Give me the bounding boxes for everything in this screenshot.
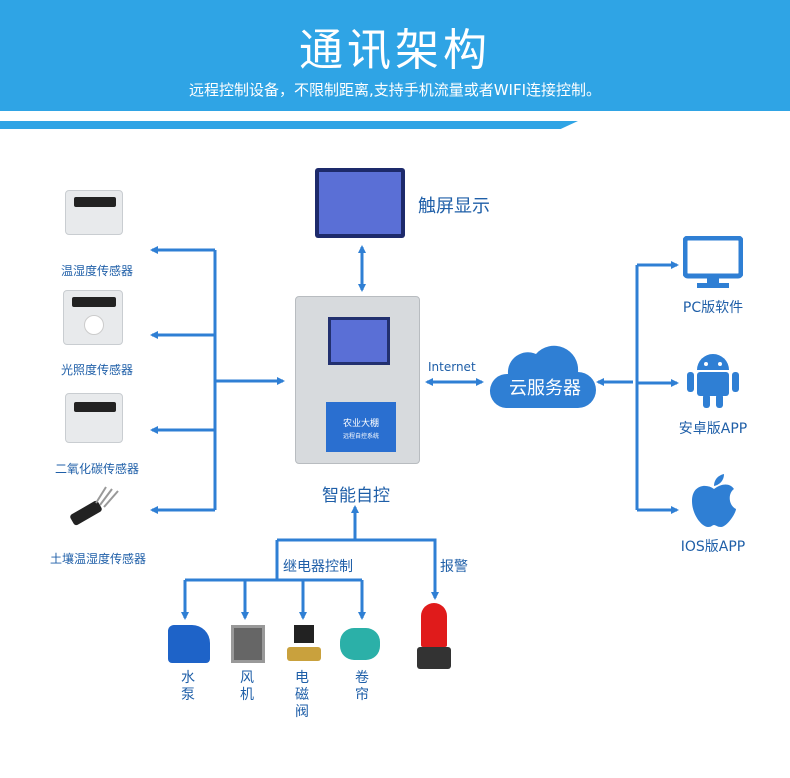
decorative-stripe — [0, 121, 578, 129]
android-icon — [687, 354, 739, 408]
header-banner — [0, 0, 790, 111]
touchscreen-label: 触屏显示 — [418, 196, 490, 217]
device-label-roller: 卷帘 — [355, 670, 369, 703]
alarm-light-icon — [417, 603, 451, 671]
device-label-valve: 电磁阀 — [295, 670, 309, 720]
client-label-pc: PC版软件 — [682, 300, 744, 316]
roller-motor-icon — [340, 628, 380, 660]
apple-icon — [692, 474, 736, 527]
solenoid-valve-icon — [287, 625, 321, 663]
client-label-android: 安卓版APP — [678, 421, 748, 437]
cloud-server-label: 云服务器 — [509, 378, 581, 399]
panel-subtitle: 远程自控系统 — [342, 433, 379, 440]
alarm-label: 报警 — [440, 559, 468, 575]
desktop-monitor-icon — [683, 236, 743, 288]
water-pump-icon — [168, 625, 210, 663]
soil-sensor-icon — [70, 486, 119, 526]
touchscreen-display-image — [315, 168, 405, 238]
sensor-label-co2: 二氧化碳传感器 — [54, 462, 139, 476]
light-sensor-icon — [63, 290, 123, 345]
internet-label: Internet — [428, 360, 476, 374]
page-subtitle: 远程控制设备，不限制距离,支持手机流量或者WIFI连接控制。 — [188, 81, 602, 99]
relay-control-label: 继电器控制 — [283, 559, 353, 575]
arrow-to-alarm — [277, 538, 439, 600]
controller-device-image: 农业大棚 远程自控系统 — [295, 296, 420, 464]
co2-sensor-icon — [65, 393, 123, 443]
temperature-humidity-sensor-icon — [65, 190, 123, 235]
sensor-label-temperature-humidity: 温湿度传感器 — [60, 264, 133, 278]
panel-title: 农业大棚 — [342, 419, 379, 429]
device-label-pump: 水泵 — [181, 670, 195, 703]
sensor-label-soil: 土壤温湿度传感器 — [49, 552, 146, 566]
device-label-fan: 风机 — [240, 670, 254, 703]
page-title: 通讯架构 — [299, 25, 491, 76]
cloud-icon — [489, 345, 596, 408]
controller-label: 智能自控 — [322, 486, 390, 506]
sensor-label-light: 光照度传感器 — [60, 363, 133, 377]
fan-icon — [231, 625, 265, 663]
client-label-ios: IOS版APP — [680, 539, 746, 555]
